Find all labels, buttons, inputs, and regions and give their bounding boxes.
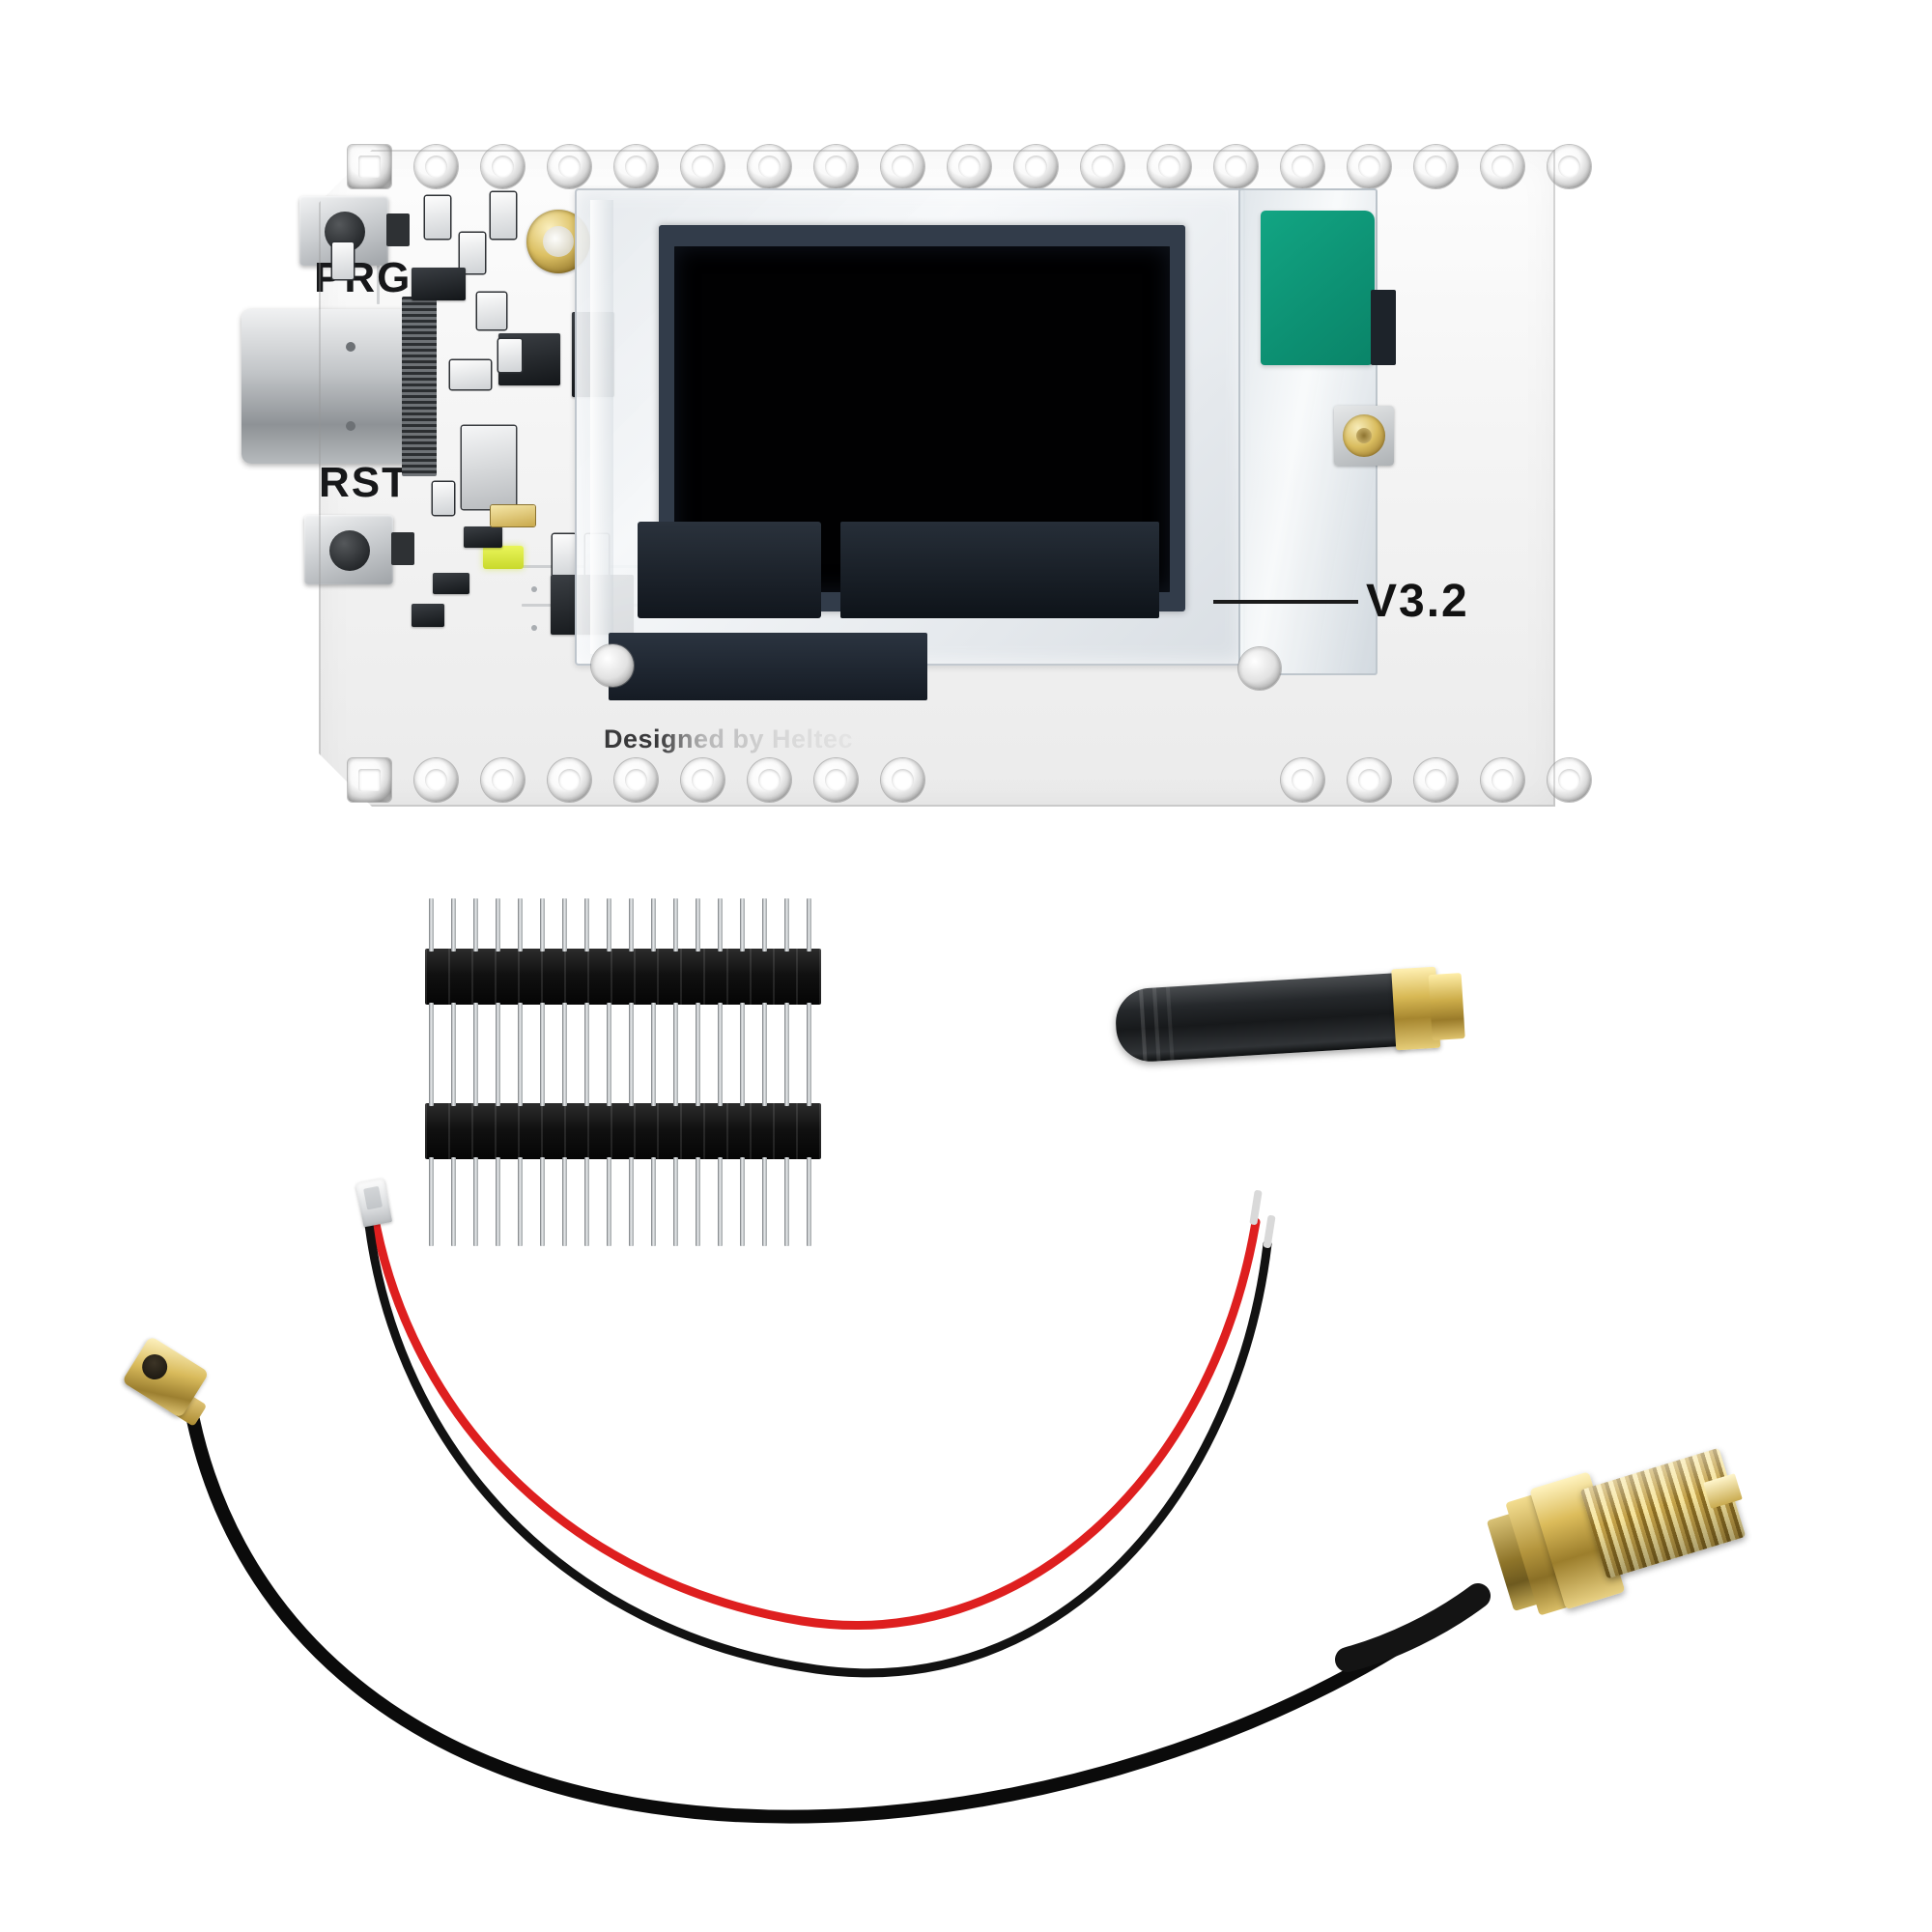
pad bbox=[348, 758, 391, 802]
smd-diode bbox=[412, 604, 444, 627]
smd-resistor bbox=[332, 242, 354, 279]
module-dark-edge bbox=[1371, 290, 1396, 365]
pad bbox=[1214, 145, 1258, 188]
smd-resistor bbox=[477, 293, 506, 329]
pad bbox=[614, 758, 658, 802]
oled-flex-cable bbox=[609, 633, 927, 700]
pad bbox=[1348, 145, 1391, 188]
pad bbox=[814, 758, 858, 802]
pad bbox=[881, 758, 924, 802]
smd-transistor bbox=[412, 268, 466, 300]
pad bbox=[548, 145, 591, 188]
oled-driver-chip bbox=[638, 522, 821, 618]
pad bbox=[1414, 145, 1458, 188]
pin-header-body bbox=[425, 1103, 821, 1159]
pad bbox=[881, 145, 924, 188]
teal-shield bbox=[1261, 211, 1375, 365]
version-label: V3.2 bbox=[1366, 576, 1469, 627]
smd-resistor bbox=[498, 339, 522, 372]
pad bbox=[948, 145, 991, 188]
pad bbox=[1414, 758, 1458, 802]
pad bbox=[1281, 145, 1324, 188]
pad bbox=[548, 758, 591, 802]
ipex-sma-coax bbox=[186, 1413, 1483, 1824]
pcb-via bbox=[531, 586, 537, 592]
battery-wire-black bbox=[364, 1220, 1272, 1678]
pad bbox=[1281, 758, 1324, 802]
pad bbox=[681, 145, 724, 188]
pad bbox=[681, 758, 724, 802]
smd-capacitor bbox=[460, 233, 485, 273]
pad bbox=[1081, 145, 1124, 188]
pin-header-row-1 bbox=[425, 898, 821, 1101]
pad bbox=[348, 145, 391, 188]
mounting-hole-right bbox=[1238, 647, 1281, 690]
rst-label: RST bbox=[319, 459, 410, 506]
bottom-header-holes bbox=[348, 758, 1591, 802]
ipex-connector-right bbox=[1334, 406, 1394, 466]
pin-header-body bbox=[425, 949, 821, 1005]
smd-capacitor bbox=[450, 360, 491, 389]
pad bbox=[414, 758, 458, 802]
pad bbox=[1481, 758, 1524, 802]
smd-capacitor bbox=[433, 573, 469, 594]
pad bbox=[748, 145, 791, 188]
smd-fuse bbox=[491, 505, 535, 526]
pin-header-row-2 bbox=[425, 1053, 821, 1256]
development-board: PRG RST bbox=[242, 145, 1591, 807]
pad bbox=[481, 758, 525, 802]
mounting-hole-left bbox=[591, 644, 634, 687]
silkscreen-line bbox=[1213, 600, 1358, 604]
smd-resistor bbox=[425, 196, 450, 239]
usb-c-port[interactable] bbox=[242, 309, 406, 464]
pad bbox=[748, 758, 791, 802]
pcb-via bbox=[531, 625, 537, 631]
smd-capacitor bbox=[464, 526, 502, 548]
smd-resistor bbox=[491, 192, 516, 239]
pad bbox=[414, 145, 458, 188]
pad bbox=[1548, 758, 1591, 802]
status-led bbox=[483, 546, 524, 569]
pcb-trace bbox=[377, 246, 380, 304]
pad bbox=[1348, 758, 1391, 802]
pad bbox=[1481, 145, 1524, 188]
pad bbox=[614, 145, 658, 188]
rst-button[interactable] bbox=[304, 515, 393, 584]
coax-strain-relief bbox=[1335, 1583, 1491, 1672]
pad bbox=[1148, 145, 1191, 188]
designer-silkscreen: Designed by Heltec bbox=[604, 724, 854, 753]
top-header-holes bbox=[348, 145, 1591, 188]
battery-wire-red bbox=[370, 1214, 1261, 1630]
oled-flex-tail bbox=[840, 522, 1159, 618]
pad bbox=[481, 145, 525, 188]
pad bbox=[1014, 145, 1058, 188]
smd-resistor bbox=[433, 482, 454, 515]
sma-threaded-barrel bbox=[1579, 1447, 1747, 1579]
pad bbox=[814, 145, 858, 188]
prg-button-leg bbox=[386, 213, 410, 246]
smd-ic bbox=[462, 426, 516, 509]
pad bbox=[1548, 145, 1591, 188]
usb-c-solder-fins bbox=[402, 297, 437, 476]
prg-label: PRG bbox=[314, 254, 412, 301]
smd-resistor bbox=[553, 534, 576, 579]
rst-button-leg bbox=[391, 532, 414, 565]
